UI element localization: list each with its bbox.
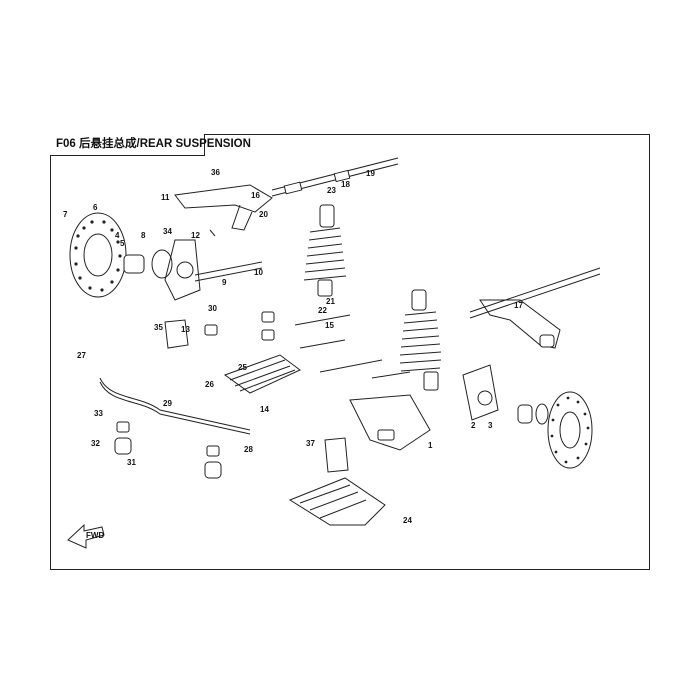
callout: 33 [94,409,103,418]
callout: 37 [306,439,315,448]
right-a-arm [469,267,601,349]
callout: 24 [403,516,412,525]
callout: 19 [366,169,375,178]
fwd-label: FWD [86,531,104,540]
callout-labels: 1 2 3 4 5 6 7 8 9 10 11 12 13 14 15 16 1… [63,168,523,525]
callout: 2 [471,421,476,430]
fwd-arrow: FWD [67,523,105,549]
lower-skid-plate [288,477,386,526]
callout: 29 [163,399,172,408]
callout: 26 [205,380,214,389]
callout: 34 [163,227,172,236]
callout: 18 [341,180,350,189]
callout: 30 [208,304,217,313]
callout: 8 [141,231,146,240]
callout: 16 [251,191,260,200]
left-bracket [164,319,189,349]
callout: 13 [181,325,190,334]
callout: 22 [318,306,327,315]
callout: 14 [260,405,269,414]
right-shock-absorber [399,289,442,391]
callout: 5 [120,239,125,248]
callout: 1 [428,441,433,450]
callout: 36 [211,168,220,177]
callout: 23 [327,186,336,195]
diagram-frame [50,134,650,570]
callout: 32 [91,439,100,448]
callout: 20 [259,210,268,219]
upper-skid-plate [223,354,301,394]
callout: 12 [191,231,200,240]
callout: 11 [161,193,170,202]
stabilizer-bar [99,377,251,479]
callout: 4 [115,231,120,240]
callout: 15 [325,321,334,330]
upper-left-a-arm [174,157,399,231]
callout: 28 [244,445,253,454]
callout: 10 [254,268,263,277]
center-rods [204,311,411,379]
diagram-title: F06 后悬挂总成/REAR SUSPENSION [50,134,251,156]
callout: 7 [63,210,68,219]
right-brake-disc [547,391,593,469]
center-trailing-arm [349,394,431,451]
callout: 31 [127,458,136,467]
left-lower-rods [194,229,263,282]
callout: 21 [326,297,335,306]
callout: 6 [93,203,98,212]
callout: 35 [154,323,163,332]
lower-bracket [324,437,349,473]
callout: 27 [77,351,86,360]
right-knuckle [462,364,549,425]
left-shock-absorber [303,204,347,297]
callout: 9 [222,278,227,287]
callout: 3 [488,421,493,430]
left-knuckle [123,239,201,301]
left-brake-disc [69,212,127,298]
callout: 17 [514,301,523,310]
callout: 25 [238,363,247,372]
